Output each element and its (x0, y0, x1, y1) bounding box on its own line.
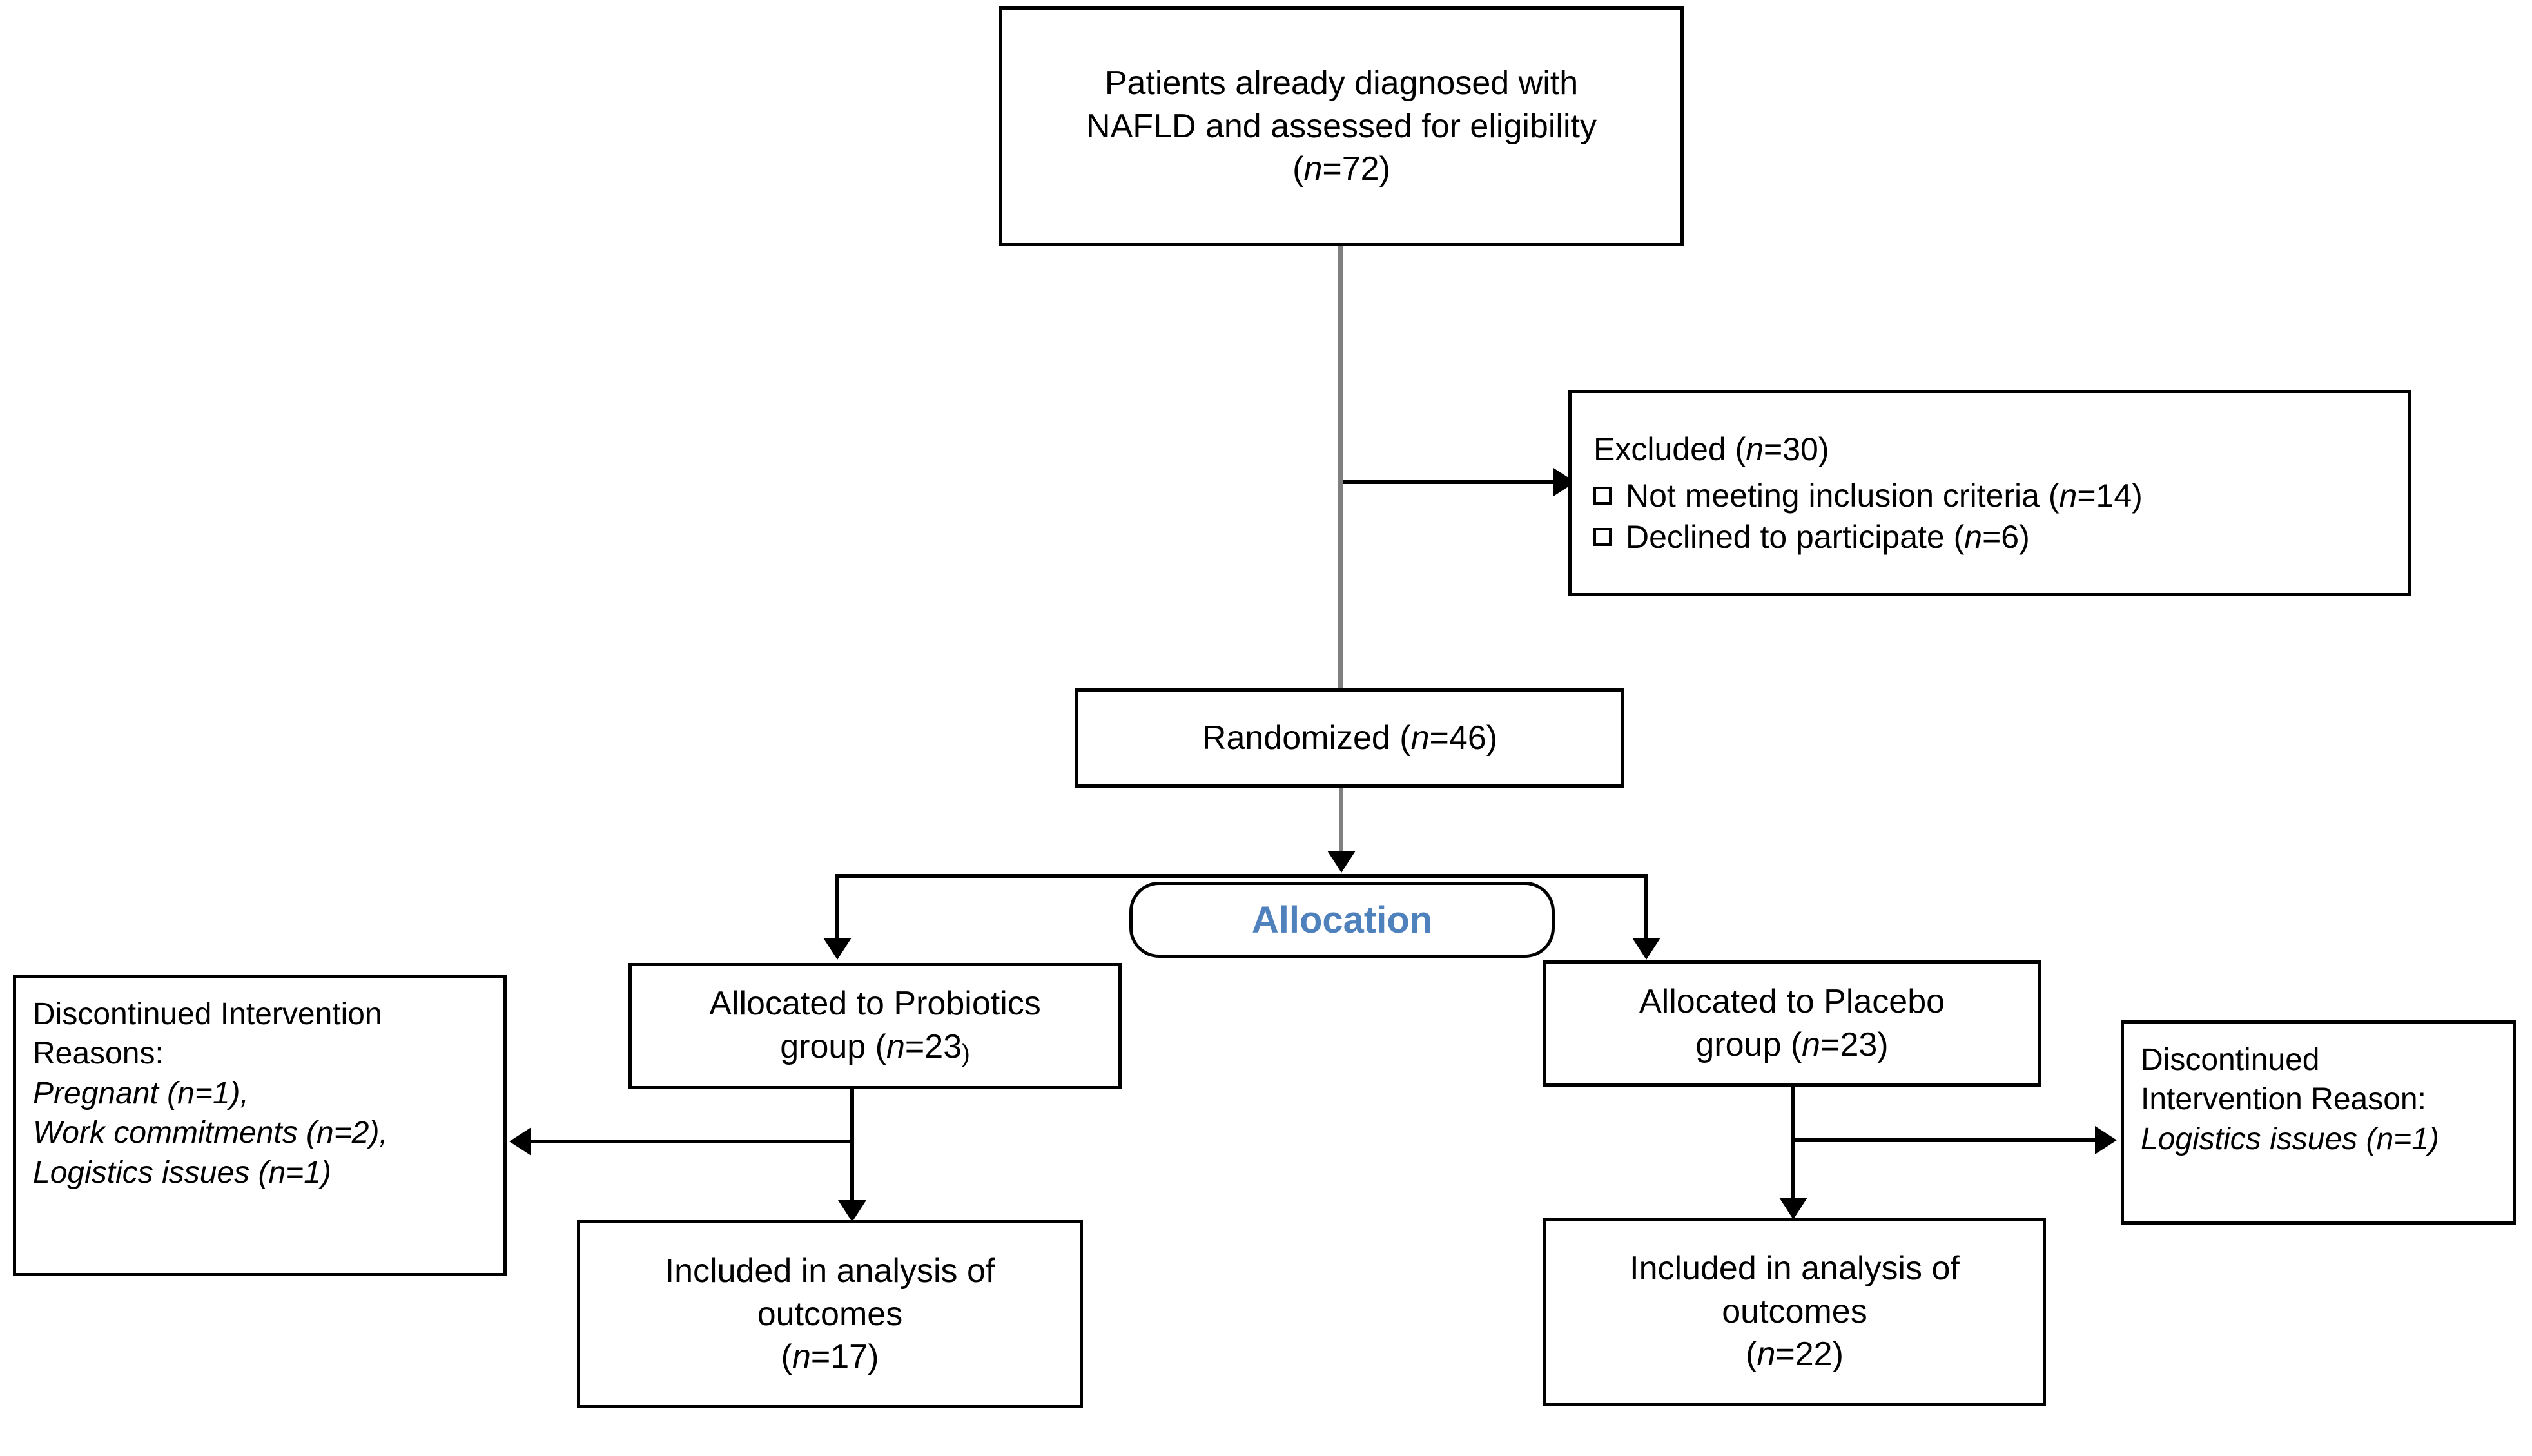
n-symbol: n (2059, 478, 2078, 514)
connector-probiotics-to-discontinued (529, 1140, 854, 1143)
enrollment-line-2: NAFLD and assessed for eligibility (1086, 107, 1597, 145)
discontinued-probiotics-reason-1: Pregnant (n=1), (33, 1076, 249, 1111)
analysis-probiotics-count: (n=17) (781, 1338, 879, 1376)
analysis-placebo-line-2: outcomes (1722, 1292, 1867, 1330)
allocated-placebo-line-1: Allocated to Placebo (1639, 983, 1945, 1021)
analysis-probiotics-line-1: Included in analysis of (665, 1252, 995, 1290)
arrow-probiotics-down-icon (838, 1200, 866, 1222)
arrow-to-discontinued-probiotics-icon (509, 1127, 531, 1156)
connector-placebo-down (1791, 1086, 1795, 1215)
discontinued-probiotics-box: Discontinued Intervention Reasons: Pregn… (13, 975, 507, 1276)
connector-randomized-to-allocation (1339, 788, 1343, 855)
allocated-probiotics-box: Allocated to Probiotics group (n=23) (628, 963, 1122, 1089)
excluded-reason-1: Not meeting inclusion criteria (n=14) (1626, 478, 2143, 514)
analysis-placebo-line-1: Included in analysis of (1630, 1250, 1960, 1288)
discontinued-placebo-box: Discontinued Intervention Reason: Logist… (2121, 1020, 2516, 1225)
connector-enrollment-to-randomized (1338, 246, 1343, 688)
allocation-banner-label: Allocation (1251, 898, 1433, 941)
excluded-reason-2: Declined to participate (n=6) (1626, 519, 2030, 555)
discontinued-probiotics-heading-1: Discontinued Intervention (33, 997, 382, 1031)
connector-probiotics-down (850, 1089, 854, 1218)
connector-split-bar (835, 874, 1648, 878)
randomized-box: Randomized (n=46) (1075, 688, 1624, 788)
randomized-label: Randomized (n=46) (1202, 719, 1498, 757)
allocated-placebo-line-2: group (n=23) (1695, 1026, 1889, 1063)
n-symbol: n (1303, 150, 1323, 188)
allocated-placebo-box: Allocated to Placebo group (n=23) (1543, 960, 2041, 1087)
analysis-placebo-box: Included in analysis of outcomes (n=22) (1543, 1218, 2046, 1406)
discontinued-placebo-heading-2: Intervention Reason: (2141, 1082, 2426, 1117)
connector-placebo-to-discontinued (1795, 1138, 2098, 1142)
analysis-probiotics-box: Included in analysis of outcomes (n=17) (577, 1220, 1083, 1408)
discontinued-probiotics-reason-2: Work commitments (n=2), (33, 1116, 388, 1150)
enrollment-count: (n=72) (1292, 150, 1390, 188)
excluded-heading: Excluded (n=30) (1593, 431, 1829, 467)
arrow-right-branch-icon (1632, 938, 1660, 960)
excluded-reason-row: Not meeting inclusion criteria (n=14) (1593, 475, 2391, 516)
n-symbol: n (1410, 719, 1430, 757)
n-symbol: n (1746, 431, 1764, 467)
connector-to-excluded (1343, 480, 1562, 484)
analysis-probiotics-line-2: outcomes (757, 1295, 903, 1333)
excluded-box: Excluded (n=30) Not meeting inclusion cr… (1568, 390, 2411, 596)
enrollment-line-1: Patients already diagnosed with (1104, 64, 1579, 102)
excluded-reason-row: Declined to participate (n=6) (1593, 516, 2391, 558)
connector-right-branch (1644, 874, 1648, 956)
n-symbol: n (1757, 1335, 1776, 1373)
discontinued-placebo-heading-1: Discontinued (2141, 1043, 2320, 1077)
connector-left-branch (835, 874, 839, 956)
arrow-left-branch-icon (823, 938, 852, 960)
arrow-placebo-down-icon (1779, 1198, 1807, 1219)
discontinued-probiotics-reason-3: Logistics issues (n=1) (33, 1155, 331, 1190)
arrow-to-discontinued-placebo-icon (2095, 1126, 2117, 1154)
n-symbol: n (792, 1338, 811, 1376)
n-symbol: n (886, 1027, 905, 1065)
square-bullet-icon (1593, 528, 1612, 546)
n-symbol: n (1802, 1026, 1821, 1063)
square-bullet-icon (1593, 487, 1612, 505)
allocation-banner: Allocation (1129, 882, 1555, 958)
allocated-probiotics-line-2: group (n=23) (780, 1027, 970, 1067)
discontinued-placebo-reason-1: Logistics issues (n=1) (2141, 1121, 2439, 1156)
allocated-probiotics-line-1: Allocated to Probiotics (709, 985, 1041, 1023)
analysis-placebo-count: (n=22) (1746, 1335, 1844, 1373)
n-symbol: n (1964, 519, 1983, 555)
arrow-randomized-down-icon (1327, 851, 1356, 873)
discontinued-probiotics-heading-2: Reasons: (33, 1036, 164, 1071)
enrollment-box: Patients already diagnosed with NAFLD an… (999, 6, 1684, 246)
